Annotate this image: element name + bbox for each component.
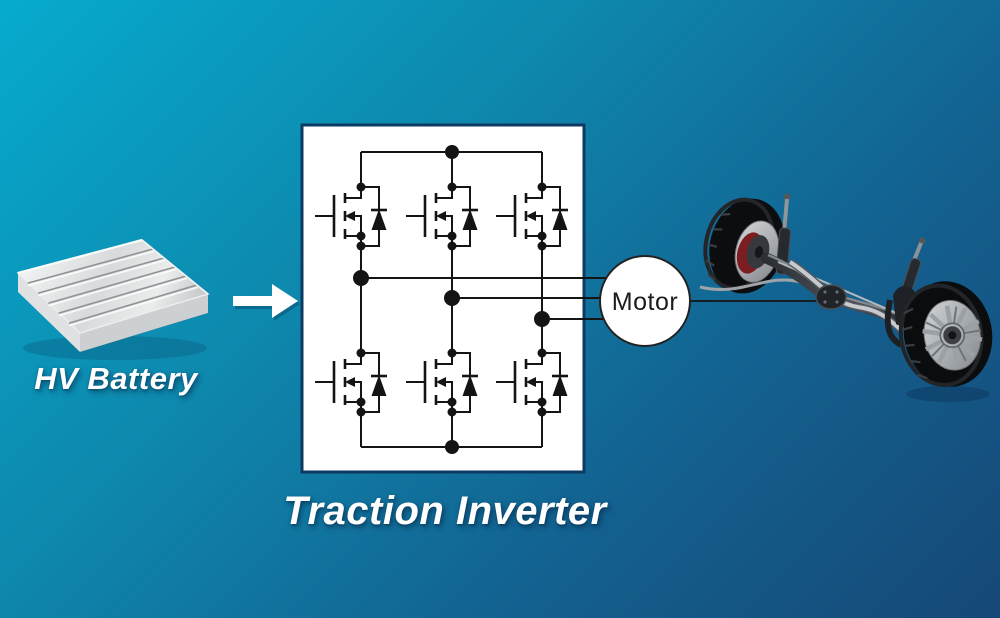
- inverter-circuit: [313, 145, 831, 454]
- phase-b-node-dot: [444, 290, 460, 306]
- differential-housing: [815, 284, 847, 310]
- stabilizer-bar: [699, 278, 801, 291]
- dc-minus-node-dot: [445, 440, 459, 454]
- right-wheel: [898, 281, 993, 387]
- hv-battery-label: HV Battery: [34, 361, 198, 396]
- right-arrow-icon: [233, 284, 300, 321]
- motor-label: Motor: [611, 288, 679, 316]
- phase-a-node-dot: [353, 270, 369, 286]
- phase-c-node-dot: [534, 311, 550, 327]
- battery-pack-image: [16, 238, 210, 360]
- motor-node: [599, 255, 691, 347]
- dc-plus-node-dot: [445, 145, 459, 159]
- rear-axle-image: [699, 193, 993, 402]
- traction-inverter-label: Traction Inverter: [283, 489, 607, 533]
